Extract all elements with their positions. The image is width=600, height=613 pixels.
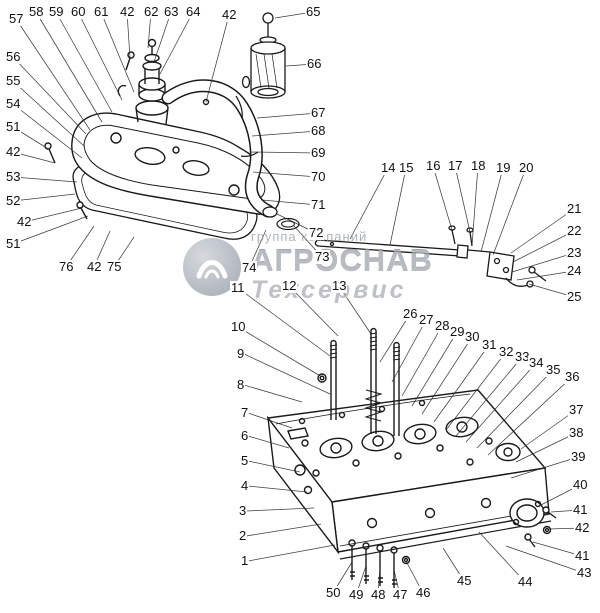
breather-assembly-drawing xyxy=(241,12,286,99)
leader-line-41 xyxy=(532,541,583,557)
leader-line-42 xyxy=(93,230,111,268)
leader-line-11 xyxy=(237,287,331,357)
leader-line-51 xyxy=(12,126,51,151)
leader-line-27 xyxy=(391,319,427,383)
leader-line-16 xyxy=(432,165,453,231)
leader-line-69 xyxy=(249,151,319,154)
leader-line-37 xyxy=(520,409,577,450)
leader-line-50 xyxy=(332,561,353,594)
cylinder-head-drawing xyxy=(266,327,557,588)
leader-line-56 xyxy=(12,56,87,135)
leader-line-73 xyxy=(293,225,323,258)
leader-line-51 xyxy=(12,215,89,245)
leader-line-34 xyxy=(465,362,537,443)
leader-line-42 xyxy=(548,527,583,530)
leader-line-25 xyxy=(528,283,575,298)
leader-line-38 xyxy=(515,432,577,463)
leader-line-3 xyxy=(245,507,315,512)
leader-line-21 xyxy=(510,208,575,254)
leader-line-55 xyxy=(12,80,85,147)
leader-line-33 xyxy=(455,356,523,437)
leader-line-29 xyxy=(411,331,458,407)
breather-pipe-drawing xyxy=(161,79,300,231)
leader-line-44 xyxy=(478,531,526,583)
leader-line-14 xyxy=(349,167,389,240)
leader-line-5 xyxy=(247,460,301,473)
leader-line-19 xyxy=(480,167,504,253)
leader-line-42 xyxy=(23,207,83,223)
leader-line-68 xyxy=(251,130,319,137)
leader-line-13 xyxy=(338,285,372,335)
leader-line-36 xyxy=(487,376,573,456)
leader-line-67 xyxy=(256,112,319,119)
leader-line-74 xyxy=(248,229,267,269)
leader-line-15 xyxy=(389,167,407,246)
leader-line-42 xyxy=(205,14,230,103)
leader-line-71 xyxy=(261,199,319,206)
valve-cover-drawing xyxy=(44,38,281,220)
leader-line-26 xyxy=(379,313,411,363)
leader-line-53 xyxy=(12,176,78,183)
leader-line-2 xyxy=(245,523,322,537)
leader-line-30 xyxy=(421,336,473,415)
side-cover-drawing xyxy=(509,498,557,548)
leader-line-35 xyxy=(476,369,554,449)
leader-line-70 xyxy=(252,171,319,178)
leader-line-23 xyxy=(511,252,575,273)
leader-line-54 xyxy=(12,103,83,159)
leader-line-12 xyxy=(288,285,339,337)
leader-line-63 xyxy=(153,11,172,63)
leader-line-6 xyxy=(247,435,290,449)
leader-line-22 xyxy=(512,230,575,263)
leader-line-7 xyxy=(247,412,293,429)
leader-line-32 xyxy=(445,351,507,431)
leader-line-28 xyxy=(401,325,443,397)
leader-line-65 xyxy=(274,11,314,19)
leader-line-76 xyxy=(65,225,95,268)
rocker-shaft-drawing xyxy=(314,225,547,288)
leader-line-10 xyxy=(237,326,323,378)
leader-line-42 xyxy=(12,151,56,164)
leader-line-46 xyxy=(405,560,424,594)
leader-line-60 xyxy=(77,11,123,101)
leader-line-31 xyxy=(433,344,490,423)
leader-line-41 xyxy=(550,509,581,513)
leader-line-58 xyxy=(35,11,103,123)
leader-line-52 xyxy=(12,193,76,202)
leader-line-59 xyxy=(55,11,113,113)
leader-line-9 xyxy=(243,353,331,395)
leader-lines xyxy=(12,11,585,596)
leader-line-43 xyxy=(505,545,585,574)
leader-line-66 xyxy=(285,63,315,67)
leader-line-18 xyxy=(471,165,479,247)
leader-line-17 xyxy=(454,165,471,233)
leader-line-1 xyxy=(247,544,336,562)
head-stud-drawing xyxy=(329,327,401,436)
leader-line-45 xyxy=(442,547,465,582)
leader-line-61 xyxy=(100,11,135,93)
head-bolt-drawing xyxy=(348,539,411,588)
leader-line-8 xyxy=(243,384,303,403)
leader-line-20 xyxy=(492,167,527,256)
leader-line-57 xyxy=(15,18,91,131)
leader-line-47 xyxy=(393,569,401,596)
leader-line-75 xyxy=(113,236,135,268)
leader-line-64 xyxy=(159,11,194,75)
leader-line-42 xyxy=(126,11,131,59)
leader-line-39 xyxy=(510,456,579,479)
leader-line-4 xyxy=(247,485,308,493)
leader-line-24 xyxy=(516,270,575,281)
